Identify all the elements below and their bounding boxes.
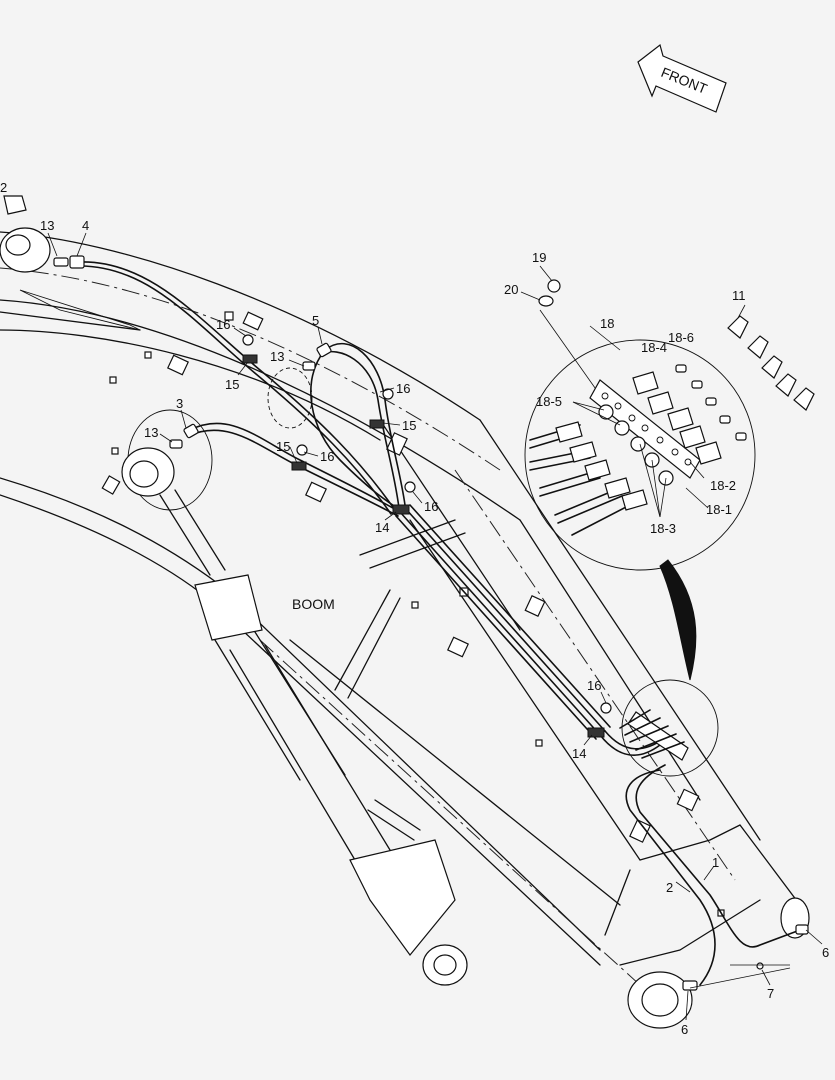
- label-15-b: 15: [402, 418, 416, 433]
- label-13-c: 13: [144, 425, 158, 440]
- boom-structure: [0, 231, 810, 1029]
- label-6-a: 6: [822, 945, 829, 960]
- label-7: 7: [767, 986, 774, 1001]
- label-14-a: 14: [375, 520, 389, 535]
- label-20: 20: [504, 282, 518, 297]
- label-cut: 2: [0, 180, 7, 195]
- label-18: 18: [600, 316, 614, 331]
- label-16-a: 16: [216, 317, 230, 332]
- detail-leader: [659, 559, 697, 681]
- label-19: 19: [532, 250, 546, 265]
- front-arrow: FRONT: [637, 43, 727, 113]
- detail-circle-small: [619, 679, 719, 777]
- label-16-b: 16: [396, 381, 410, 396]
- label-13-b: 13: [270, 349, 284, 364]
- label-4: 4: [82, 218, 89, 233]
- label-3: 3: [176, 396, 183, 411]
- label-11: 11: [732, 288, 746, 303]
- label-13-a: 13: [40, 218, 54, 233]
- label-18-2: 18-2: [710, 478, 736, 493]
- label-18-6: 18-6: [668, 330, 694, 345]
- fittings-11: [675, 315, 815, 441]
- detail-circle-large: [524, 339, 756, 571]
- boom-cylinder: [121, 409, 468, 986]
- part-labels: 13 4 16 5 13 15 16 15 3 13 15 16 16 14 1…: [40, 218, 829, 1037]
- label-6-b: 6: [681, 1022, 688, 1037]
- label-16-c: 16: [320, 449, 334, 464]
- label-18-3: 18-3: [650, 521, 676, 536]
- label-14-b: 14: [572, 746, 586, 761]
- label-5: 5: [312, 313, 319, 328]
- label-15-c: 15: [276, 439, 290, 454]
- label-18-1: 18-1: [706, 502, 732, 517]
- label-2: 2: [666, 880, 673, 895]
- label-1: 1: [712, 855, 719, 870]
- leader-lines: [47, 232, 823, 1021]
- label-16-e: 16: [587, 678, 601, 693]
- boom-foot-boss: 2: [0, 180, 51, 273]
- label-18-4: 18-4: [641, 340, 667, 355]
- label-15-a: 15: [225, 377, 239, 392]
- label-16-d: 16: [424, 499, 438, 514]
- boom-label: BOOM: [292, 596, 335, 612]
- label-18-5: 18-5: [536, 394, 562, 409]
